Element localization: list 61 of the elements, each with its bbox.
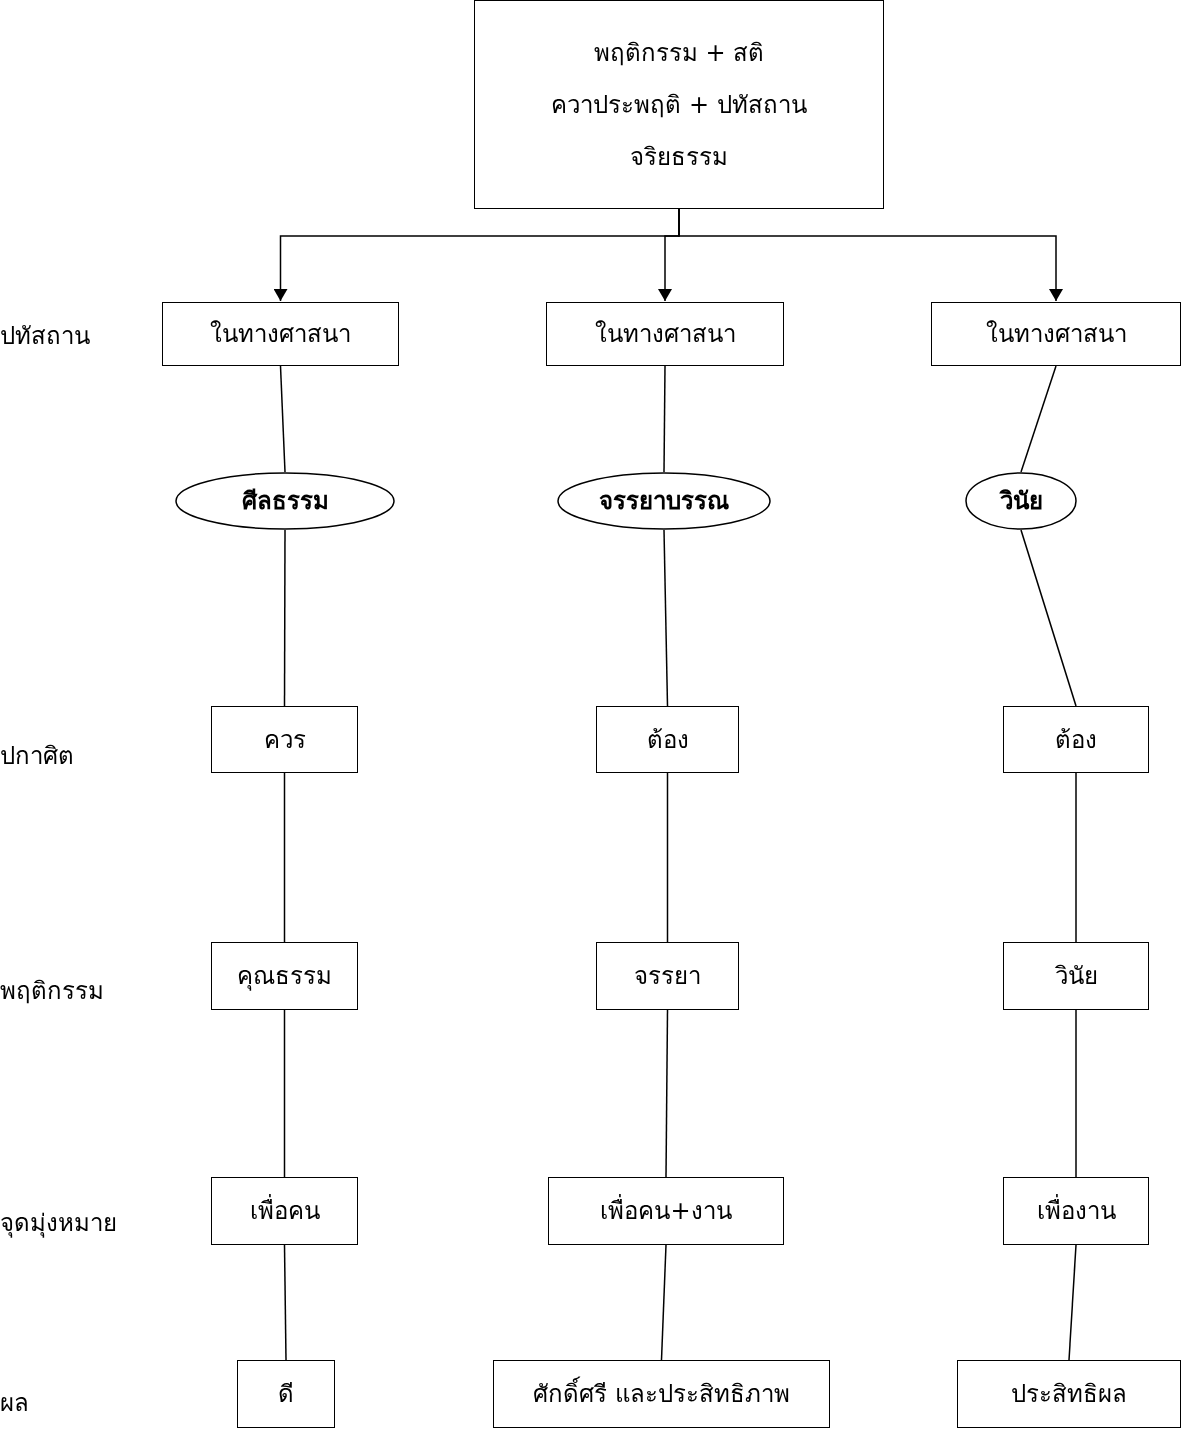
connector-line bbox=[279, 365, 286, 473]
process-box bbox=[493, 1360, 830, 1428]
node-text: เพื่อคน bbox=[249, 1193, 320, 1229]
process-box bbox=[596, 942, 739, 1010]
node-text: พฤติกรรม + สติ bbox=[593, 37, 765, 69]
ellipse-node bbox=[965, 472, 1077, 530]
connector-line bbox=[665, 1009, 669, 1178]
row-label: พฤติกรรม bbox=[0, 976, 104, 1007]
connector-line bbox=[666, 772, 669, 943]
process-box bbox=[211, 942, 358, 1010]
row-label: จุดมุ่งหมาย bbox=[0, 1208, 117, 1240]
connector-line bbox=[283, 772, 286, 943]
process-box bbox=[211, 706, 358, 773]
node-text: ต้อง bbox=[1055, 724, 1097, 756]
node-text: ในทางศาสนา bbox=[594, 319, 736, 350]
node-text: เพื่องาน bbox=[1036, 1193, 1116, 1229]
process-box bbox=[1003, 942, 1149, 1010]
process-box bbox=[162, 302, 399, 366]
node-text: ศีลธรรม bbox=[241, 486, 329, 517]
connector-line bbox=[283, 1244, 287, 1361]
connector-line bbox=[1075, 1009, 1077, 1178]
process-box bbox=[931, 302, 1181, 366]
ellipse-node bbox=[175, 472, 395, 530]
connector-line bbox=[283, 529, 286, 707]
connector-line bbox=[283, 1009, 286, 1178]
process-box bbox=[548, 1177, 784, 1245]
node-text: คุณธรรม bbox=[237, 961, 332, 993]
row-label: ปกาศิต bbox=[0, 741, 74, 772]
process-box bbox=[474, 0, 884, 209]
node-text: ในทางศาสนา bbox=[985, 319, 1127, 350]
process-box bbox=[1003, 1177, 1149, 1245]
connector-line bbox=[663, 529, 669, 707]
connector-line bbox=[1068, 1244, 1077, 1361]
connector-line bbox=[660, 1244, 667, 1361]
process-box bbox=[546, 302, 784, 366]
row-label: ผล bbox=[0, 1388, 29, 1419]
process-box bbox=[211, 1177, 358, 1245]
node-text: จรรยาบรรณ bbox=[599, 486, 729, 517]
node-text: เพื่อคน+งาน bbox=[600, 1193, 732, 1229]
connector-line bbox=[1075, 772, 1077, 943]
node-text: ควร bbox=[263, 724, 306, 756]
arrow bbox=[678, 208, 1063, 302]
node-text: วินัย bbox=[1054, 961, 1098, 992]
process-box bbox=[596, 706, 739, 773]
node-text: ในทางศาสนา bbox=[210, 319, 351, 350]
connector-line bbox=[1020, 365, 1057, 473]
node-text: ศักดิ์ศรี และประสิทธิภาพ bbox=[533, 1376, 790, 1412]
process-box bbox=[1003, 706, 1149, 773]
row-label: ปทัสถาน bbox=[0, 321, 90, 352]
node-text: ควาประพฤติ + ปทัสถาน bbox=[551, 89, 807, 121]
node-text: จรรยา bbox=[634, 961, 701, 992]
node-text: จริยธรรม bbox=[630, 141, 728, 173]
connector-line bbox=[1020, 529, 1077, 707]
process-box bbox=[957, 1360, 1181, 1428]
connector-line bbox=[663, 365, 666, 473]
node-text: ต้อง bbox=[646, 724, 689, 756]
process-box bbox=[237, 1360, 335, 1428]
node-text: ประสิทธิผล bbox=[1011, 1379, 1127, 1410]
node-text: วินัย bbox=[999, 486, 1043, 517]
ellipse-node bbox=[557, 472, 771, 530]
node-text: ดี bbox=[278, 1379, 294, 1410]
